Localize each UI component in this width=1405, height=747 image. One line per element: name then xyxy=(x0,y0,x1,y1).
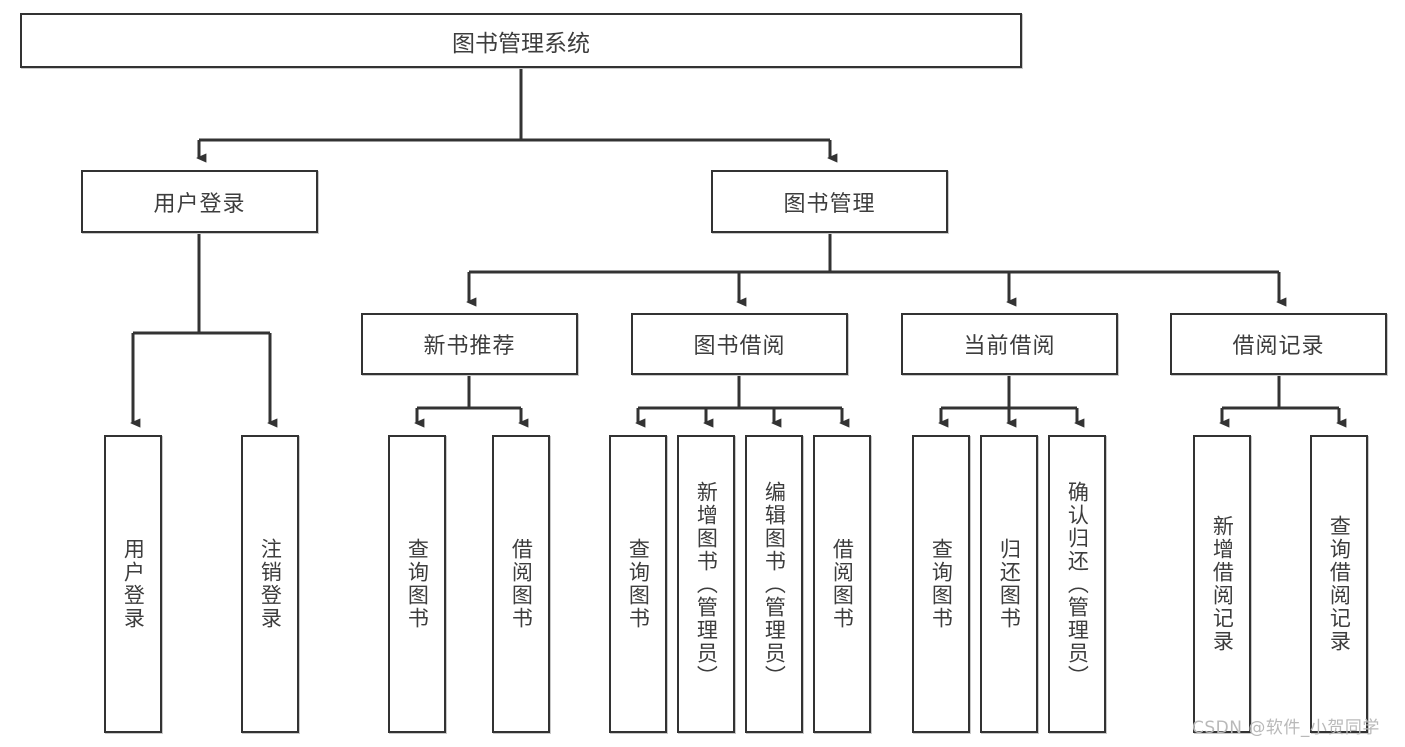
leaf-add-book-admin[interactable]: 新增图书（管理员） xyxy=(677,435,735,733)
node-label: 图书管理系统 xyxy=(452,30,590,57)
node-current-borrow[interactable]: 当前借阅 xyxy=(901,313,1118,375)
node-label: 当前借阅 xyxy=(963,334,1056,359)
node-borrow-record[interactable]: 借阅记录 xyxy=(1170,313,1387,375)
leaf-label: 查询图书 xyxy=(929,538,954,630)
node-label: 图书借阅 xyxy=(693,334,786,359)
leaf-label: 新增借阅记录 xyxy=(1210,515,1235,653)
leaf-label: 借阅图书 xyxy=(509,538,534,630)
leaf-label: 确认归还（管理员） xyxy=(1065,480,1090,688)
leaf-query-book-recommend[interactable]: 查询图书 xyxy=(388,435,446,733)
node-user-login[interactable]: 用户登录 xyxy=(81,170,318,233)
node-book-management[interactable]: 图书管理 xyxy=(711,170,948,233)
leaf-query-book-borrow[interactable]: 查询图书 xyxy=(609,435,667,733)
node-book-borrow[interactable]: 图书借阅 xyxy=(631,313,848,375)
leaf-user-login[interactable]: 用户登录 xyxy=(104,435,162,733)
leaf-edit-book-admin[interactable]: 编辑图书（管理员） xyxy=(745,435,803,733)
leaf-user-logout[interactable]: 注销登录 xyxy=(241,435,299,733)
leaf-label: 新增图书（管理员） xyxy=(694,480,719,688)
node-new-book-recommend[interactable]: 新书推荐 xyxy=(361,313,578,375)
leaf-label: 用户登录 xyxy=(121,538,146,630)
leaf-label: 查询图书 xyxy=(626,538,651,630)
node-label: 新书推荐 xyxy=(423,334,516,359)
leaf-label: 借阅图书 xyxy=(830,538,855,630)
leaf-query-book-current[interactable]: 查询图书 xyxy=(912,435,970,733)
leaf-label: 查询借阅记录 xyxy=(1327,515,1352,653)
leaf-confirm-return-admin[interactable]: 确认归还（管理员） xyxy=(1048,435,1106,733)
leaf-query-borrow-record[interactable]: 查询借阅记录 xyxy=(1310,435,1368,733)
leaf-return-book[interactable]: 归还图书 xyxy=(980,435,1038,733)
leaf-label: 编辑图书（管理员） xyxy=(762,480,787,688)
node-label: 图书管理 xyxy=(783,191,876,217)
node-root-system[interactable]: 图书管理系统 xyxy=(20,13,1022,68)
leaf-add-borrow-record[interactable]: 新增借阅记录 xyxy=(1193,435,1251,733)
watermark: CSDN @软件_小贺同学 xyxy=(1192,718,1380,738)
leaf-borrow-book[interactable]: 借阅图书 xyxy=(813,435,871,733)
node-label: 用户登录 xyxy=(153,191,246,217)
node-label: 借阅记录 xyxy=(1232,334,1325,359)
leaf-label: 注销登录 xyxy=(258,538,283,630)
leaf-borrow-book-recommend[interactable]: 借阅图书 xyxy=(492,435,550,733)
leaf-label: 查询图书 xyxy=(405,538,430,630)
leaf-label: 归还图书 xyxy=(997,538,1022,630)
